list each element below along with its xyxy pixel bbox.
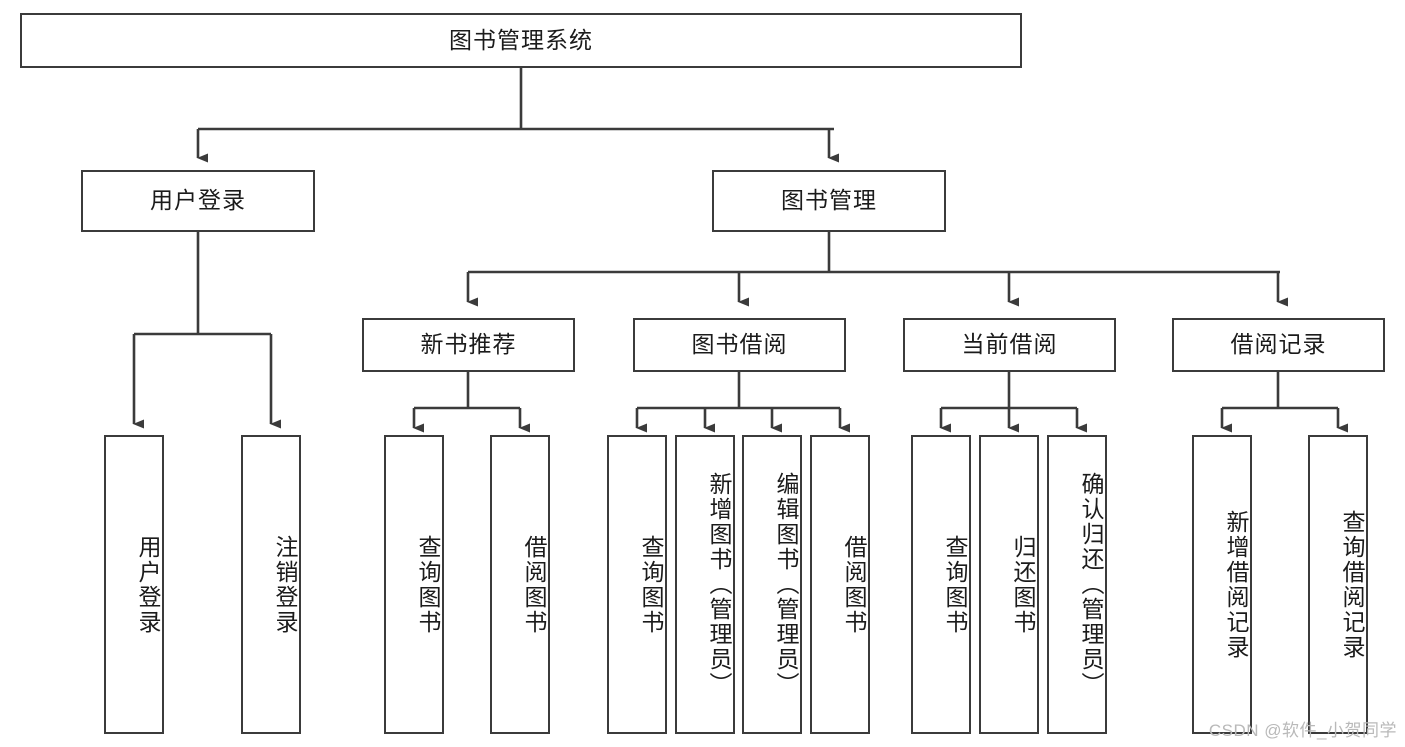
node-leaf-user-login[interactable]: 用户登录 — [104, 435, 164, 734]
node-new-book-recommend-label: 新书推荐 — [420, 331, 517, 358]
node-leaf-edit-book[interactable]: 编辑图书（管理员） — [742, 435, 802, 734]
node-leaf-borrow-book-1[interactable]: 借阅图书 — [490, 435, 550, 734]
node-borrow-record[interactable]: 借阅记录 — [1172, 318, 1385, 372]
node-current-borrow-label: 当前借阅 — [961, 331, 1058, 358]
csdn-watermark: CSDN @软件_小贺同学 — [1208, 721, 1397, 740]
node-leaf-borrow-book-1-label: 借阅图书 — [521, 534, 547, 635]
node-leaf-add-record[interactable]: 新增借阅记录 — [1192, 435, 1252, 734]
node-leaf-return-book-label: 归还图书 — [1010, 534, 1036, 635]
node-book-borrow-label: 图书借阅 — [691, 331, 788, 358]
node-leaf-add-book-label: 新增图书（管理员） — [706, 472, 732, 697]
node-leaf-query-book-1[interactable]: 查询图书 — [384, 435, 444, 734]
node-new-book-recommend[interactable]: 新书推荐 — [362, 318, 575, 372]
node-leaf-confirm-return-label: 确认归还（管理员） — [1078, 472, 1104, 697]
node-user-login[interactable]: 用户登录 — [81, 170, 315, 232]
node-book-borrow[interactable]: 图书借阅 — [633, 318, 846, 372]
node-user-login-label: 用户登录 — [150, 187, 246, 214]
node-leaf-query-book-2-label: 查询图书 — [638, 534, 664, 635]
node-leaf-borrow-book-2-label: 借阅图书 — [841, 534, 867, 635]
node-root-label: 图书管理系统 — [449, 26, 593, 53]
node-leaf-add-record-label: 新增借阅记录 — [1223, 509, 1249, 660]
node-leaf-borrow-book-2[interactable]: 借阅图书 — [810, 435, 870, 734]
node-leaf-logout-login[interactable]: 注销登录 — [241, 435, 301, 734]
node-current-borrow[interactable]: 当前借阅 — [903, 318, 1116, 372]
node-leaf-edit-book-label: 编辑图书（管理员） — [773, 472, 799, 697]
node-book-management-label: 图书管理 — [781, 187, 877, 214]
node-leaf-user-login-label: 用户登录 — [135, 534, 161, 635]
node-leaf-logout-login-label: 注销登录 — [272, 534, 298, 635]
node-leaf-query-book-2[interactable]: 查询图书 — [607, 435, 667, 734]
node-leaf-query-book-1-label: 查询图书 — [415, 534, 441, 635]
node-leaf-query-book-3[interactable]: 查询图书 — [911, 435, 971, 734]
node-leaf-query-book-3-label: 查询图书 — [942, 534, 968, 635]
node-leaf-add-book[interactable]: 新增图书（管理员） — [675, 435, 735, 734]
node-book-management[interactable]: 图书管理 — [712, 170, 946, 232]
node-leaf-query-record[interactable]: 查询借阅记录 — [1308, 435, 1368, 734]
node-leaf-return-book[interactable]: 归还图书 — [979, 435, 1039, 734]
node-root[interactable]: 图书管理系统 — [20, 13, 1022, 68]
node-leaf-confirm-return[interactable]: 确认归还（管理员） — [1047, 435, 1107, 734]
node-leaf-query-record-label: 查询借阅记录 — [1339, 509, 1365, 660]
node-borrow-record-label: 借阅记录 — [1230, 331, 1327, 358]
